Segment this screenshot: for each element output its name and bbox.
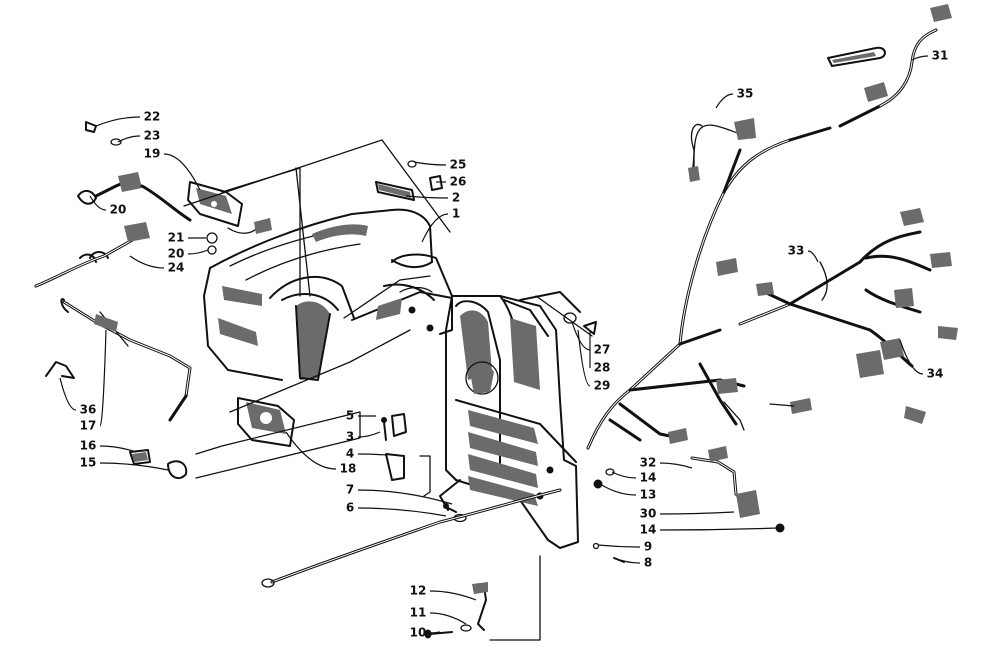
part-number-p21: 21 xyxy=(168,231,185,245)
part-number-p30: 30 xyxy=(640,507,657,521)
leader-line-p22 xyxy=(95,116,141,127)
part-number-p15: 15 xyxy=(80,456,97,470)
leader-line-p16 xyxy=(99,445,137,453)
part-number-p31: 31 xyxy=(932,49,949,63)
leader-line-p14b xyxy=(659,527,779,531)
part-number-p29: 29 xyxy=(594,379,611,393)
leader-lines xyxy=(59,55,929,634)
leader-line-p6 xyxy=(357,507,447,517)
part-number-p2: 2 xyxy=(452,191,460,205)
leader-line-p24 xyxy=(129,255,165,269)
leader-line-p1 xyxy=(421,213,449,243)
part-number-p5: 5 xyxy=(346,409,354,423)
leader-line-p12 xyxy=(429,590,477,601)
part-number-p9: 9 xyxy=(644,540,652,554)
leader-line-p4 xyxy=(357,453,387,456)
part-number-p8: 8 xyxy=(644,556,652,570)
reference-lines xyxy=(183,139,593,641)
leader-line-p34 xyxy=(899,339,924,375)
part-number-p17: 17 xyxy=(80,419,97,433)
part-number-p10: 10 xyxy=(410,626,427,640)
leader-line-p25 xyxy=(413,161,447,166)
leader-line-p20b xyxy=(187,249,209,255)
part-number-p26: 26 xyxy=(450,175,467,189)
part-number-p16: 16 xyxy=(80,439,97,453)
part-number-p36: 36 xyxy=(80,403,97,417)
part-number-p28: 28 xyxy=(594,361,611,375)
part-number-p18: 18 xyxy=(340,462,357,476)
part-number-p24: 24 xyxy=(168,261,185,275)
part-number-p34: 34 xyxy=(927,367,944,381)
part-number-p20b: 20 xyxy=(168,247,185,261)
leader-line-p27 xyxy=(571,321,591,351)
leader-line-p9 xyxy=(597,544,641,548)
wiring-harness xyxy=(34,4,958,588)
leader-line-p33 xyxy=(807,250,819,263)
console-housing xyxy=(203,208,581,549)
part-number-p4: 4 xyxy=(346,447,354,461)
leader-line-p2 xyxy=(405,195,449,199)
part-number-p23: 23 xyxy=(144,129,161,143)
leader-line-p11 xyxy=(429,612,467,625)
leader-line-p13 xyxy=(599,483,637,496)
leader-line-p15 xyxy=(99,462,169,471)
leader-line-p31 xyxy=(911,55,929,61)
part-number-p33: 33 xyxy=(788,244,805,258)
part-number-p7: 7 xyxy=(346,483,354,497)
part-number-p12: 12 xyxy=(410,584,427,598)
leader-line-p20a xyxy=(89,195,107,211)
hardware xyxy=(45,121,785,639)
leader-line-p17 xyxy=(99,329,107,427)
part-number-p6: 6 xyxy=(346,501,354,515)
part-number-p20a: 20 xyxy=(110,203,127,217)
leader-line-p8 xyxy=(619,559,641,564)
leader-line-p36 xyxy=(59,377,77,411)
part-number-p32: 32 xyxy=(640,456,657,470)
part-number-p1: 1 xyxy=(452,207,460,221)
leader-line-p18 xyxy=(285,431,337,470)
part-number-p19: 19 xyxy=(144,147,161,161)
leader-line-p19 xyxy=(163,153,201,191)
part-number-p3: 3 xyxy=(346,430,354,444)
part-number-p27: 27 xyxy=(594,343,611,357)
leader-line-p10 xyxy=(429,631,441,634)
leader-line-p3 xyxy=(357,431,381,438)
part-number-p14b: 14 xyxy=(640,523,657,537)
part-number-p11: 11 xyxy=(410,606,427,620)
leader-line-p32 xyxy=(659,462,693,469)
part-number-p35: 35 xyxy=(737,87,754,101)
part-number-p22: 22 xyxy=(144,110,161,124)
part-callouts: 1234567891011121314141516171819202021222… xyxy=(80,49,949,640)
leader-line-p14a xyxy=(611,471,637,479)
leader-line-p29 xyxy=(577,329,591,387)
leader-line-p23 xyxy=(117,135,141,143)
bezel xyxy=(237,397,295,447)
leader-line-p7 xyxy=(357,489,453,505)
part-number-p25: 25 xyxy=(450,158,467,172)
leader-line-p35 xyxy=(715,93,734,109)
part-number-p13: 13 xyxy=(640,488,657,502)
part-number-p14a: 14 xyxy=(640,471,657,485)
leader-line-p30 xyxy=(659,511,735,515)
